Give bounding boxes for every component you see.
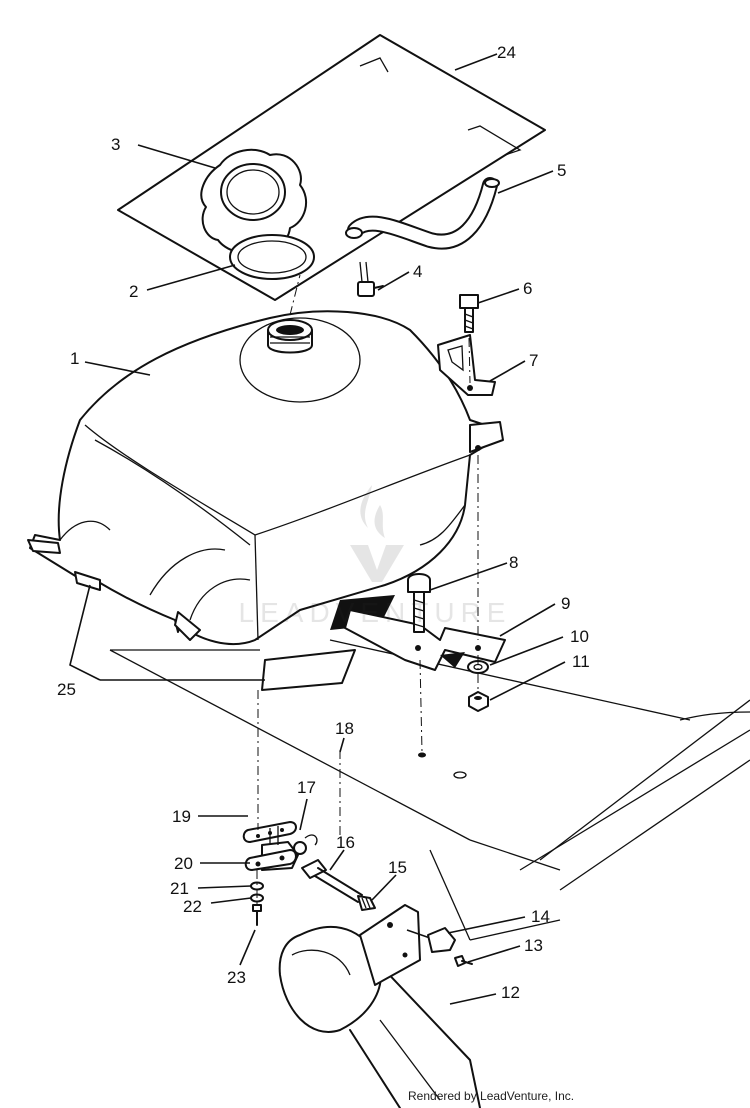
callout-13: 13	[524, 936, 543, 955]
callout-10: 10	[570, 627, 589, 646]
callout-12: 12	[501, 983, 520, 1002]
fuel-hose-part-5	[345, 177, 500, 250]
callout-11: 11	[572, 652, 590, 671]
bolt-part-6	[459, 294, 479, 333]
callout-25: 25	[57, 680, 76, 699]
callout-7: 7	[529, 351, 538, 370]
callout-16: 16	[336, 833, 355, 852]
fuel-petcock-assembly	[242, 821, 473, 967]
callout-19: 19	[172, 807, 191, 826]
frame-tube-part-12	[278, 925, 481, 1108]
leadventure-watermark-logo: LEADVENTURE	[239, 485, 512, 628]
callout-8: 8	[509, 553, 518, 572]
callout-21: 21	[170, 879, 189, 898]
callout-9: 9	[561, 594, 570, 613]
bolt-part-8	[407, 573, 431, 633]
callout-23: 23	[227, 968, 246, 987]
callout-15: 15	[388, 858, 407, 877]
nut-part-11	[468, 691, 489, 712]
callout-18: 18	[335, 719, 354, 738]
callout-4: 4	[413, 262, 422, 281]
mounting-plate	[359, 904, 431, 986]
frame-structure	[109, 639, 750, 941]
callout-22: 22	[183, 897, 202, 916]
callout-24: 24	[497, 43, 516, 62]
bracket-part-7	[437, 334, 496, 396]
pad-part-24	[117, 34, 546, 301]
callout-2: 2	[129, 282, 138, 301]
fuel-cap-part-3	[200, 148, 308, 263]
callout-1: 1	[70, 349, 79, 368]
leader-lines	[69, 53, 566, 1005]
callout-5: 5	[557, 161, 566, 180]
cap-gasket-part-2	[229, 234, 315, 280]
render-credit: Rendered by LeadVenture, Inc.	[408, 1089, 574, 1103]
callout-6: 6	[523, 279, 532, 298]
bracket-part-9	[344, 609, 506, 671]
elbow-fitting-part-4	[357, 261, 384, 297]
alignment-lines	[256, 274, 479, 906]
callout-14: 14	[531, 907, 550, 926]
callout-20: 20	[174, 854, 193, 873]
callout-17: 17	[297, 778, 316, 797]
callout-labels: 24 3 5 2 4 6 1 7 8 9 10 11 25 18 17 19 1…	[57, 43, 590, 1002]
callout-3: 3	[111, 135, 120, 154]
fuel-tank-part-1	[27, 310, 504, 646]
watermark-text: LEADVENTURE	[239, 597, 512, 628]
